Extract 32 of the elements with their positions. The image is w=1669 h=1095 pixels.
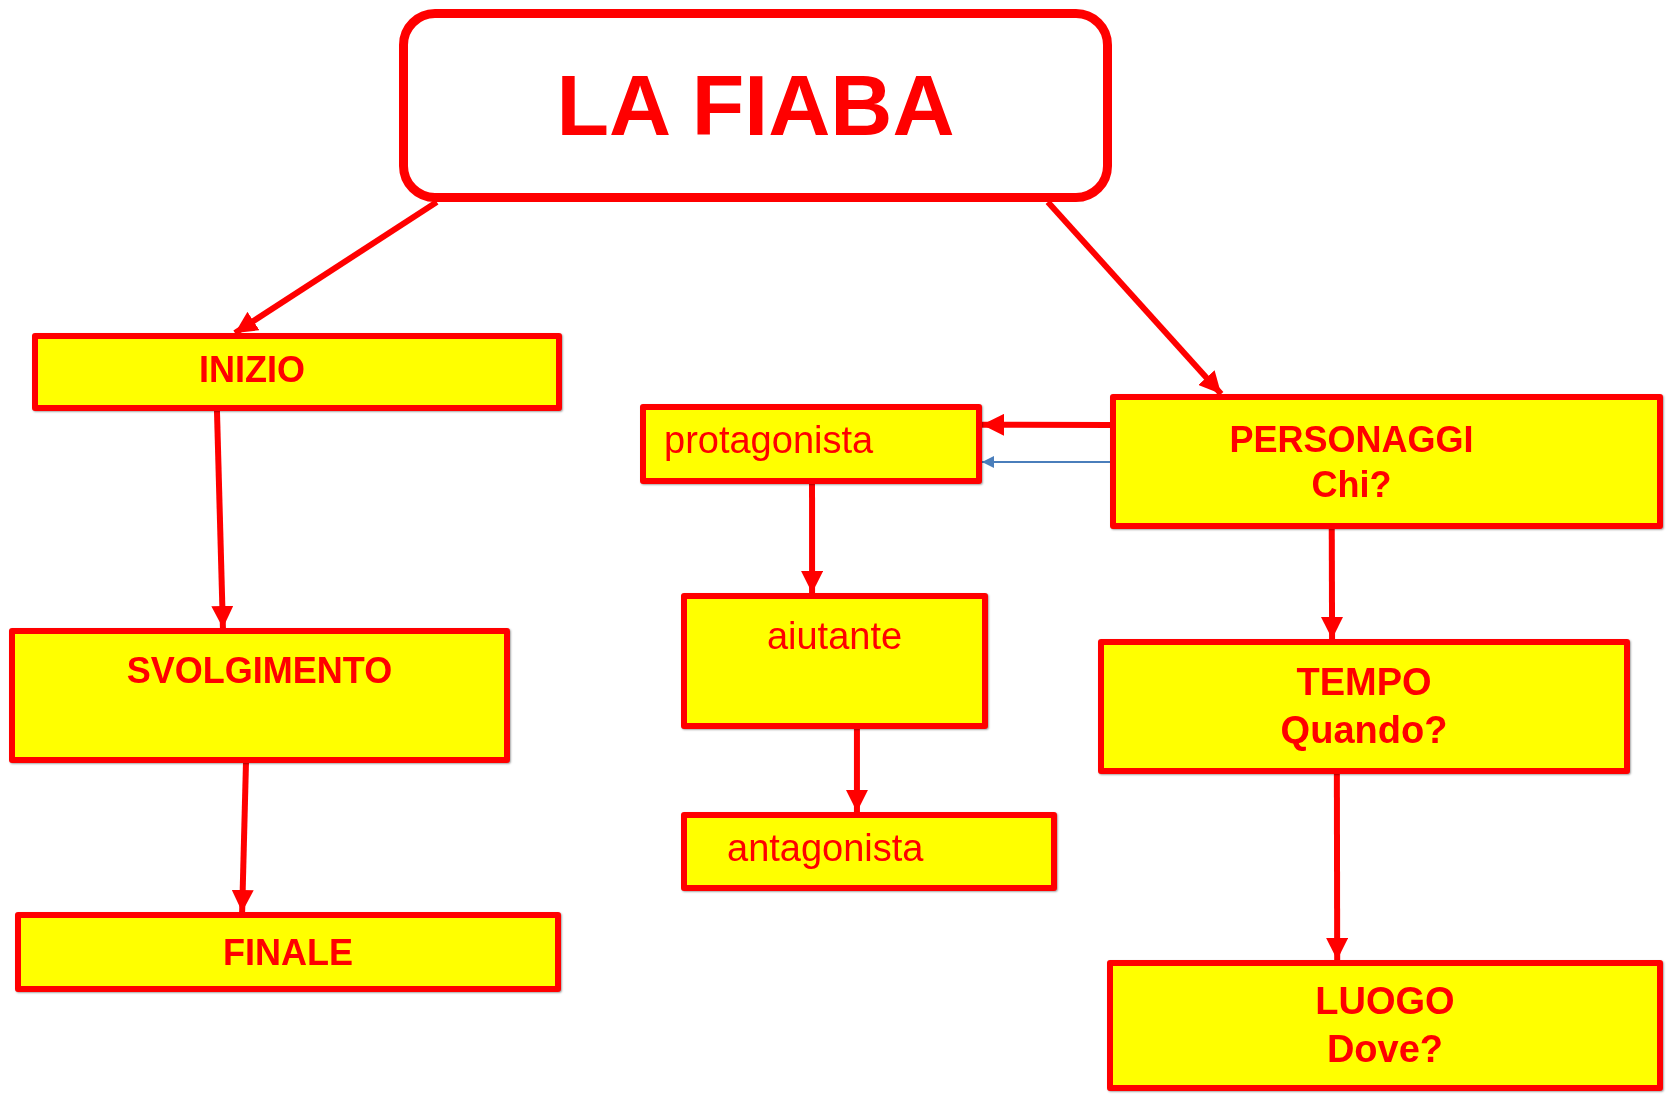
- concept-box: [1110, 394, 1663, 529]
- concept-label: antagonista: [727, 825, 924, 871]
- arrow: [231, 762, 254, 913]
- concept-label: PERSONAGGI: [1229, 417, 1474, 462]
- concept-box: [9, 628, 510, 763]
- title-box: [399, 9, 1112, 202]
- arrow: [801, 484, 824, 593]
- concept-label: FINALE: [223, 930, 353, 975]
- title: LA FIABA: [556, 55, 955, 155]
- concept-box: [1098, 639, 1630, 774]
- concept-label: aiutante: [766, 614, 903, 659]
- concept-label: SVOLGIMENTO: [126, 649, 393, 693]
- concept-box: [15, 912, 561, 992]
- arrow: [982, 413, 1110, 436]
- arrow: [845, 729, 868, 812]
- concept-label: INIZIO: [199, 347, 305, 392]
- arrow: [981, 456, 1111, 468]
- arrow: [211, 410, 234, 629]
- concept-label: TEMPO: [1296, 660, 1432, 705]
- arrow: [1321, 529, 1343, 639]
- arrow: [1045, 200, 1224, 396]
- concept-box: [681, 812, 1057, 891]
- concept-box: [1107, 960, 1663, 1091]
- concept-box: [32, 333, 562, 411]
- question-text: Chi?: [1311, 462, 1392, 507]
- concept-box: [681, 593, 988, 729]
- arrow: [1326, 774, 1349, 960]
- question-text: Dove?: [1326, 1026, 1444, 1072]
- concept-label: protagonista: [664, 418, 874, 464]
- question-text: Quando?: [1280, 707, 1448, 753]
- concept-label: LUOGO: [1315, 979, 1455, 1024]
- concept-box: [640, 404, 982, 484]
